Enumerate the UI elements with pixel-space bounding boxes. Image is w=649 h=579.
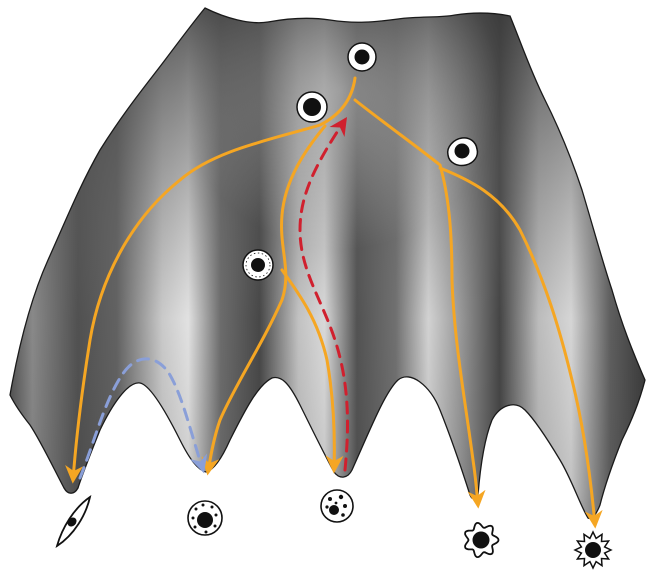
progenitor-cell-icon [297,92,327,122]
granular-cell-icon [188,501,222,535]
terminal-cells [57,490,611,568]
spindle-cell-icon [57,497,90,546]
irregular-progenitor-cell-icon [448,138,478,166]
speckled-progenitor-cell-icon [243,250,273,280]
vesicle-cell-icon [321,490,353,522]
spiky-cell-icon [575,532,611,568]
stem-cell-icon [348,43,376,71]
scalloped-cell-icon [465,523,498,557]
